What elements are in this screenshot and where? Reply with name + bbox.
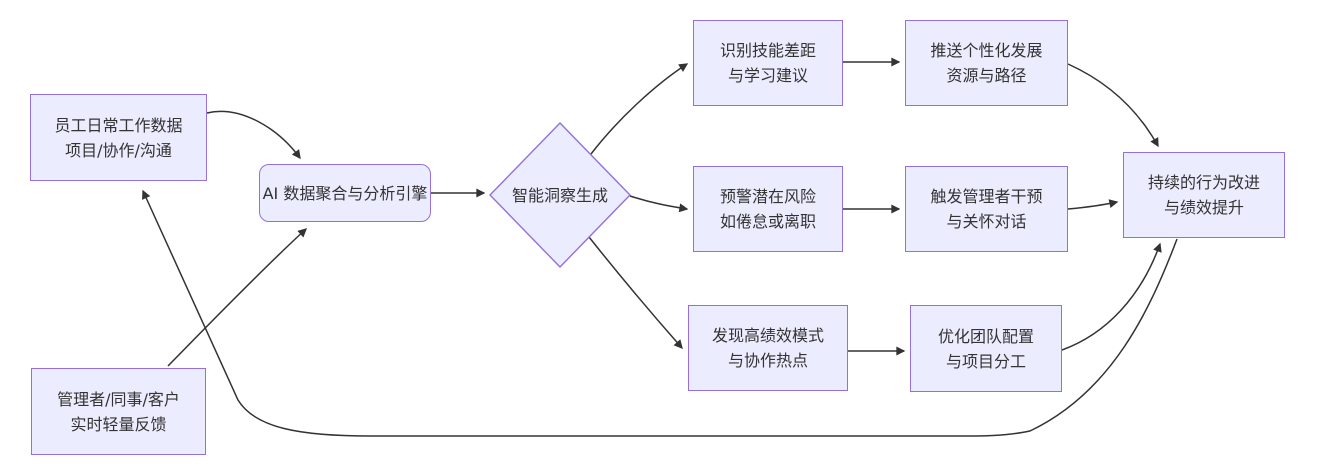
node-label-line: 如倦怠或离职	[719, 212, 816, 231]
node-label-line: 与项目分工	[945, 351, 1026, 371]
node-manager-intervention: 触发管理者干预 与关怀对话	[905, 166, 1068, 252]
node-team-optimize: 优化团队配置 与项目分工	[910, 305, 1062, 392]
node-employee-data: 员工日常工作数据 项目/协作/沟通	[30, 94, 207, 181]
node-label-line: 与关怀对话	[946, 212, 1027, 231]
node-improvement: 持续的行为改进 与绩效提升	[1123, 152, 1285, 238]
node-label-line: 实时轻量反馈	[70, 414, 167, 434]
node-ai-engine: AI 数据聚合与分析引擎	[259, 164, 431, 222]
node-label-line: 员工日常工作数据	[54, 115, 183, 135]
node-risk-alert: 预警潜在风险 如倦怠或离职	[693, 166, 843, 252]
edge-team-optimize-to-improvement	[1061, 242, 1162, 351]
edge-push-resources-to-improvement	[1067, 63, 1159, 148]
edge-manager-intervention-to-improvement	[1067, 199, 1119, 210]
node-label-line: AI 数据聚合与分析引擎	[262, 183, 428, 203]
node-label-line: 与协作热点	[727, 351, 808, 370]
node-label-line: 识别技能差距	[719, 41, 816, 60]
node-label-line: 项目/协作/沟通	[65, 140, 172, 160]
node-skill-gap: 识别技能差距 与学习建议	[693, 20, 843, 106]
edge-feedback-input-to-ai-engine	[167, 228, 307, 367]
node-label-line: 推送个性化发展	[930, 41, 1043, 60]
node-label-line: 优化团队配置	[937, 326, 1034, 346]
node-feedback-input: 管理者/同事/客户 实时轻量反馈	[31, 368, 206, 455]
node-insight-label: 智能洞察生成	[490, 123, 630, 267]
node-label-line: 持续的行为改进	[1147, 173, 1260, 192]
node-label-line: 资源与路径	[946, 66, 1027, 85]
edge-employee-data-to-ai-engine	[206, 110, 301, 160]
insight-diamond-shape	[489, 121, 631, 269]
node-label-line: 预警潜在风险	[719, 187, 816, 206]
edge-insight-to-skill-gap	[590, 63, 689, 155]
node-label-line: 与学习建议	[727, 66, 808, 85]
node-label-line: 触发管理者干预	[930, 187, 1043, 206]
node-push-resources: 推送个性化发展 资源与路径	[905, 20, 1068, 106]
node-label-line: 智能洞察生成	[511, 185, 608, 205]
edge-insight-to-risk-alert	[629, 195, 689, 213]
node-label-line: 管理者/同事/客户	[57, 389, 180, 409]
edge-improvement-to-employee-data	[142, 189, 1178, 437]
edge-insight-to-high-perf	[588, 236, 683, 350]
node-label-line: 与绩效提升	[1163, 198, 1244, 217]
node-high-perf: 发现高绩效模式 与协作热点	[688, 305, 848, 391]
node-label-line: 发现高绩效模式	[711, 326, 824, 345]
